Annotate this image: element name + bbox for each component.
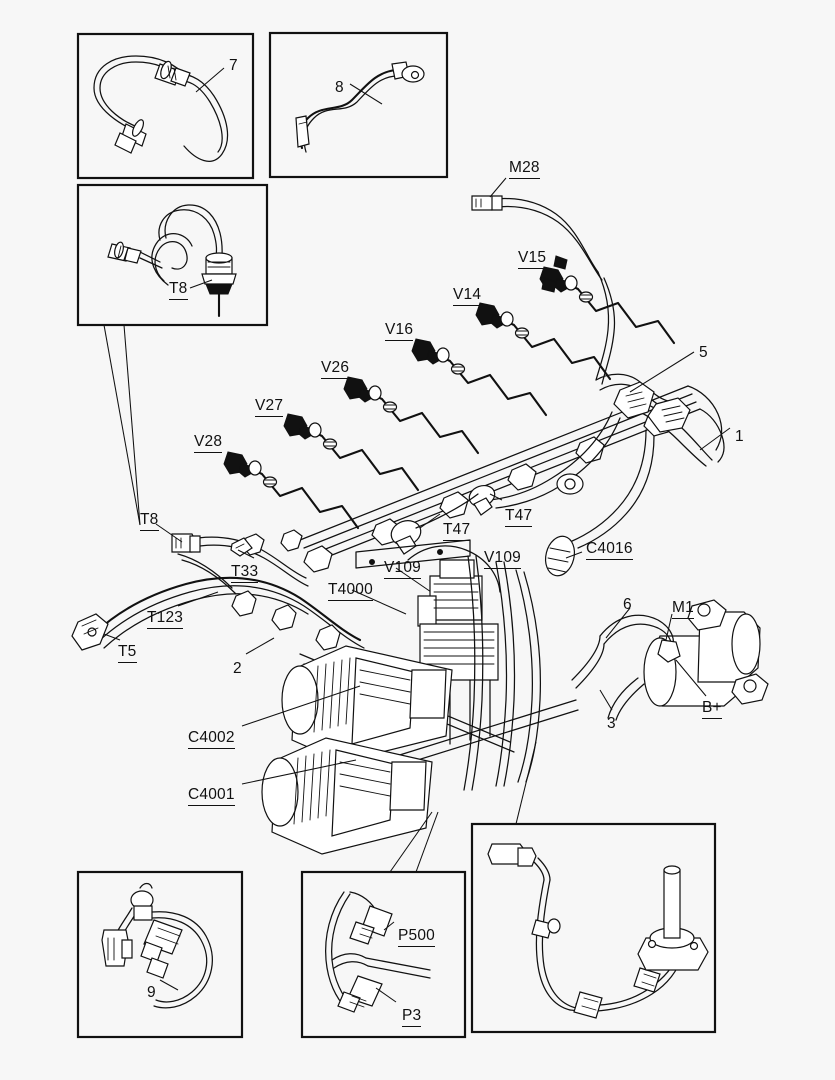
main-harness-right <box>489 351 731 549</box>
label-t123: T123 <box>147 610 184 629</box>
starter-motor <box>515 599 769 825</box>
detail-part-T8 <box>107 204 237 318</box>
detail-part-8 <box>295 61 425 153</box>
label-t8-box: T8 <box>169 281 188 300</box>
label-6: 6 <box>623 596 632 613</box>
m28-sensor-cable <box>471 177 616 385</box>
label-p3: P3 <box>402 1008 422 1027</box>
label-v109-b: V109 <box>484 550 521 569</box>
label-v28: V28 <box>194 434 223 453</box>
label-t5: T5 <box>118 644 137 663</box>
detail-part-level-sensor <box>487 843 709 1019</box>
label-c4016: C4016 <box>586 541 633 560</box>
label-t8-main: T8 <box>140 512 159 531</box>
label-1: 1 <box>735 428 744 445</box>
label-7: 7 <box>229 57 238 74</box>
label-5: 5 <box>699 344 708 361</box>
label-m1: M1 <box>672 600 694 619</box>
label-8: 8 <box>335 79 344 96</box>
label-m28: M28 <box>509 160 540 179</box>
label-t47-b: T47 <box>443 522 471 541</box>
label-c4001: C4001 <box>188 787 235 806</box>
label-3: 3 <box>607 715 616 732</box>
detail-part-p500-p3 <box>325 891 431 1013</box>
label-v15: V15 <box>518 250 547 269</box>
label-t33: T33 <box>231 564 259 583</box>
label-9: 9 <box>147 984 156 1001</box>
label-v26: V26 <box>321 360 350 379</box>
label-v109-a: V109 <box>384 560 421 579</box>
label-c4002: C4002 <box>188 730 235 749</box>
label-b-plus: B+ <box>702 700 722 719</box>
detail-part-7 <box>93 55 229 162</box>
label-p500: P500 <box>398 928 435 947</box>
label-t4000: T4000 <box>328 582 373 601</box>
label-v14: V14 <box>453 287 482 306</box>
label-v27: V27 <box>255 398 284 417</box>
label-2: 2 <box>233 660 242 677</box>
alternator-assembly <box>241 645 453 873</box>
lower-left-harness <box>71 523 435 655</box>
label-t47-a: T47 <box>505 508 533 527</box>
label-v16: V16 <box>385 322 414 341</box>
detail-part-9 <box>101 882 213 1009</box>
